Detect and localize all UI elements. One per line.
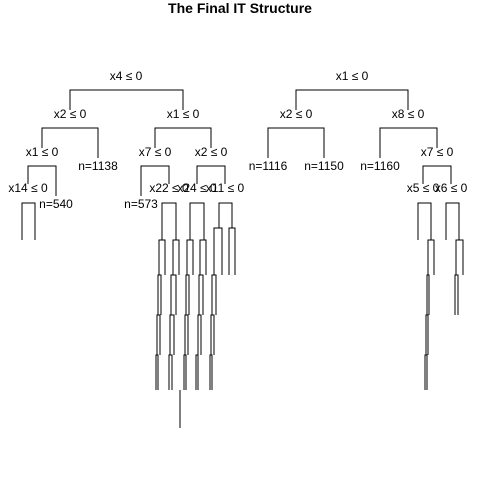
node-t1-ll: x1 ≤ 0 (26, 145, 59, 159)
node-t2-rr: x7 ≤ 0 (421, 145, 454, 159)
node-t1-root: x4 ≤ 0 (110, 69, 143, 83)
tree-1: x4 ≤ 0 x2 ≤ 0 x1 ≤ 0 x1 ≤ 0 n=1138 x7 ≤ … (8, 69, 245, 428)
chart-title: The Final IT Structure (168, 0, 312, 16)
chain-t2-rrr (445, 202, 464, 315)
leaf-t2-rl: n=1160 (360, 159, 400, 173)
node-t1-lll: x14 ≤ 0 (8, 181, 48, 195)
node-t1-rl: x7 ≤ 0 (139, 145, 172, 159)
leaf-t1-rll: n=573 (124, 197, 158, 211)
node-t1-l: x2 ≤ 0 (54, 107, 87, 121)
leaf-t1-llr: n=540 (39, 197, 73, 211)
node-t1-rrl: x24 ≤ 0 (177, 181, 217, 195)
leaf-t2-ll: n=1116 (249, 159, 288, 173)
split-t1-rr (196, 165, 226, 184)
split-t2-r (379, 127, 438, 158)
chain-t1-rrl (183, 202, 207, 390)
split-t1-rl (140, 165, 170, 196)
node-t2-rrl: x5 ≤ 0 (407, 181, 440, 195)
split-t1-root (69, 89, 184, 110)
split-t2-l (267, 127, 325, 158)
split-t1-l (41, 127, 99, 158)
leaf-t2-lr: n=1150 (304, 159, 344, 173)
node-t1-rr: x2 ≤ 0 (195, 145, 228, 159)
tree-2: x1 ≤ 0 x2 ≤ 0 x8 ≤ 0 n=1116 n=1150 n=116… (249, 69, 468, 390)
split-t2-root (295, 89, 409, 110)
split-t1-lll (21, 202, 36, 240)
node-t1-r: x1 ≤ 0 (167, 107, 200, 121)
split-t1-ll (27, 165, 57, 196)
split-t2-rr (422, 165, 452, 184)
node-t2-l: x2 ≤ 0 (280, 107, 313, 121)
chain-t2-rrl (417, 202, 435, 390)
node-t2-r: x8 ≤ 0 (392, 107, 425, 121)
node-t1-rlr: x22 ≤ 0 (149, 181, 189, 195)
node-t2-root: x1 ≤ 0 (336, 69, 369, 83)
split-t1-r (154, 127, 212, 148)
node-t2-rrr: x6 ≤ 0 (435, 181, 468, 195)
node-t1-rrr: x11 ≤ 0 (206, 181, 245, 195)
leaf-t1-lr: n=1138 (78, 159, 118, 173)
chain-t1-rrr (209, 202, 236, 390)
chain-t1-rlr (155, 202, 181, 428)
